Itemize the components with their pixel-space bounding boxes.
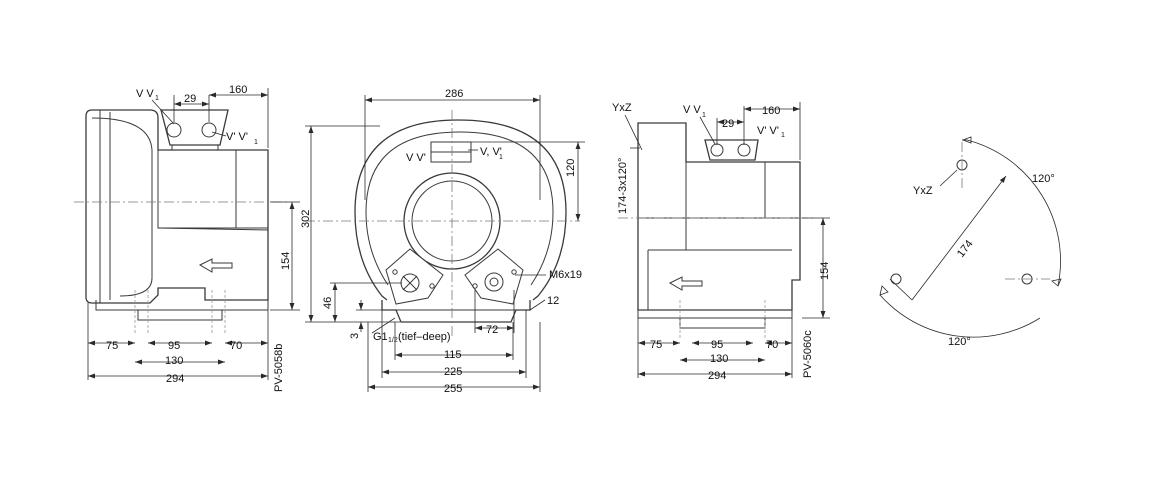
dim-120-label: 120 — [565, 159, 577, 177]
bolt — [392, 269, 398, 275]
base-foot — [679, 318, 766, 329]
boss-right — [464, 248, 524, 305]
bolt — [472, 283, 478, 289]
dim-225-label: 225 — [444, 366, 462, 378]
housing-outline — [85, 109, 269, 304]
base-plate — [95, 300, 269, 311]
port-vv-label: V V' — [406, 152, 426, 164]
port-hole-left — [166, 122, 182, 138]
pattern-arc-bottom — [879, 294, 1041, 338]
dim-95-label: 95 — [168, 340, 180, 352]
leader — [211, 131, 227, 137]
dim-255-label: 255 — [444, 383, 462, 395]
port-v2-sub: 1 — [254, 139, 258, 146]
volute-inner — [365, 131, 554, 286]
dim-3-label: 3 — [349, 333, 361, 339]
dim-286-label: 286 — [445, 88, 463, 100]
model-label: PV-5060c — [802, 330, 814, 378]
flow-arrow-icon — [668, 276, 703, 291]
base-front — [381, 300, 531, 323]
port-v-label: V V — [683, 104, 701, 116]
port-v-label: V V — [136, 88, 154, 100]
port-hole-right — [201, 122, 217, 138]
boss-left — [385, 248, 444, 305]
port-vv-r-label: V, V' — [480, 146, 502, 158]
dim-12-label: 12 — [547, 295, 559, 307]
dim-46-label: 46 — [322, 297, 334, 309]
holes-label: 174-3x120° — [617, 158, 629, 214]
g-thread-depth: (tief–deep) — [398, 331, 451, 343]
dim-294-label: 294 — [166, 373, 184, 385]
dim-174-line — [911, 175, 1007, 301]
g-thread-fraction: 1/2 — [388, 337, 398, 344]
dim-70-label: 70 — [230, 340, 242, 352]
port-hole-left — [710, 143, 724, 157]
dim-160-label: 160 — [229, 84, 247, 96]
yxz-label: YxZ — [913, 185, 933, 197]
side-view-left: 29 160 V V 1 V' V' 1 154 75 95 70 130 29… — [74, 84, 300, 392]
dim-130-label: 130 — [710, 353, 728, 365]
model-label: PV-5058b — [273, 344, 285, 392]
pattern-arc — [966, 139, 1061, 287]
boss-right-hole — [484, 272, 504, 292]
port-vv-r-sub: 1 — [499, 154, 503, 161]
dim-174-label: 174 — [955, 238, 976, 260]
housing-outline — [637, 122, 801, 311]
dim-154-label: 154 — [280, 252, 292, 270]
port-v2-label: V' V' — [757, 125, 779, 137]
port-block — [160, 109, 229, 146]
dim-160-label: 160 — [762, 105, 780, 117]
leader — [371, 317, 396, 334]
flow-arrow-icon — [198, 258, 233, 273]
bolt — [429, 283, 435, 289]
dim-95-label: 95 — [711, 339, 723, 351]
port-v-sub: 1 — [155, 95, 159, 102]
angle-top-label: 120° — [1032, 173, 1055, 185]
boss-left-x — [402, 275, 418, 291]
front-view: 286 120 302 V V' V, V' 1 M6x19 12 46 3 G… — [300, 88, 585, 395]
port-v-sub: 1 — [702, 112, 706, 119]
dim-75-label: 75 — [106, 340, 118, 352]
port-hole-right — [737, 143, 751, 157]
dim-29-label: 29 — [722, 118, 734, 130]
bolt — [511, 269, 517, 275]
dim-130-label: 130 — [165, 355, 183, 367]
leader — [529, 299, 546, 311]
g-thread-label: G1 — [373, 331, 388, 343]
dim-72-label: 72 — [486, 324, 498, 336]
bolt-pattern: 174 YxZ 120° 120° — [879, 136, 1062, 348]
dim-302-label: 302 — [300, 210, 312, 228]
dim-29-label: 29 — [184, 93, 196, 105]
angle-bottom-label: 120° — [948, 336, 971, 348]
dim-154-label: 154 — [819, 262, 831, 280]
side-view-right: YxZ 174-3x120° V V 1 29 160 V' V' 1 154 … — [612, 102, 831, 382]
dim-75-label: 75 — [650, 339, 662, 351]
arc-arrow — [879, 285, 889, 296]
leader — [939, 169, 958, 187]
leader — [699, 116, 716, 145]
dim-70-label: 70 — [766, 339, 778, 351]
dim-294-label: 294 — [708, 370, 726, 382]
bolt-hole-left — [890, 273, 902, 285]
motor-body — [157, 150, 269, 300]
port-v2-sub: 1 — [781, 132, 785, 139]
leader — [151, 99, 175, 125]
base-foot — [137, 310, 223, 321]
volute-outline — [354, 119, 567, 301]
leader — [889, 278, 913, 301]
yxz-label: YxZ — [612, 102, 632, 114]
arc-arrow — [1051, 278, 1062, 287]
dim-115-label: 115 — [444, 349, 462, 361]
thread-label: M6x19 — [549, 269, 582, 281]
port-block — [704, 139, 759, 161]
arc-arrow — [961, 136, 972, 144]
boss-right-inner — [489, 277, 499, 287]
leader — [624, 114, 643, 151]
base-plate — [637, 310, 793, 319]
impeller-cover — [91, 110, 153, 303]
port-v2-label: V' V' — [226, 131, 248, 143]
